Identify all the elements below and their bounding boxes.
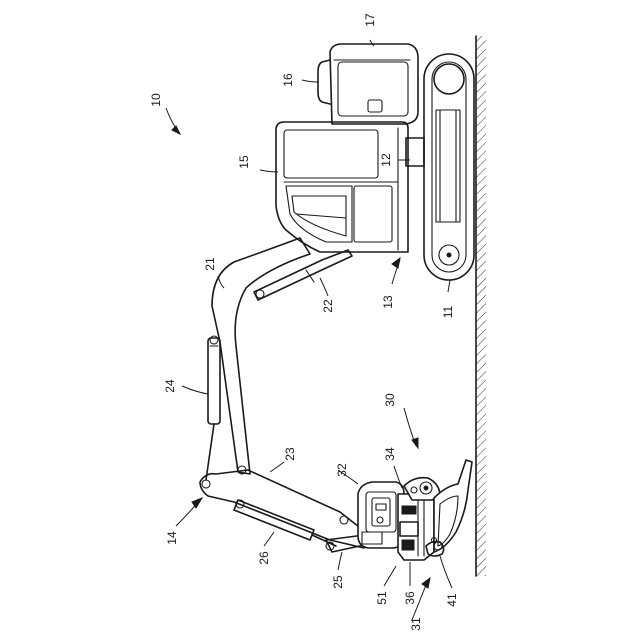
arm: [200, 466, 368, 548]
cab: [276, 122, 408, 252]
label-14: 14: [165, 531, 179, 545]
label-15: 15: [237, 155, 251, 169]
boom-cylinder: [254, 250, 352, 300]
label-10: 10: [149, 93, 163, 107]
attachment: [358, 460, 472, 560]
label-26: 26: [257, 551, 271, 565]
label-13: 13: [381, 295, 395, 309]
label-22: 22: [321, 299, 335, 313]
label-32: 32: [335, 463, 349, 477]
label-41: 41: [445, 593, 459, 607]
label-23: 23: [283, 447, 297, 461]
arm-cylinder: [206, 336, 220, 480]
label-24: 24: [163, 379, 177, 393]
label-31: 31: [409, 617, 423, 631]
label-34: 34: [383, 447, 397, 461]
label-17: 17: [363, 13, 377, 27]
label-12: 12: [379, 153, 393, 167]
label-21: 21: [203, 257, 217, 271]
label-51: 51: [375, 591, 389, 605]
counterweight-engine-cover: [318, 44, 418, 124]
label-30: 30: [383, 393, 397, 407]
label-36: 36: [403, 591, 417, 605]
ground: [476, 36, 486, 576]
label-25: 25: [331, 575, 345, 589]
label-11: 11: [441, 305, 455, 318]
crawler-track: [424, 54, 474, 280]
label-16: 16: [281, 73, 295, 87]
